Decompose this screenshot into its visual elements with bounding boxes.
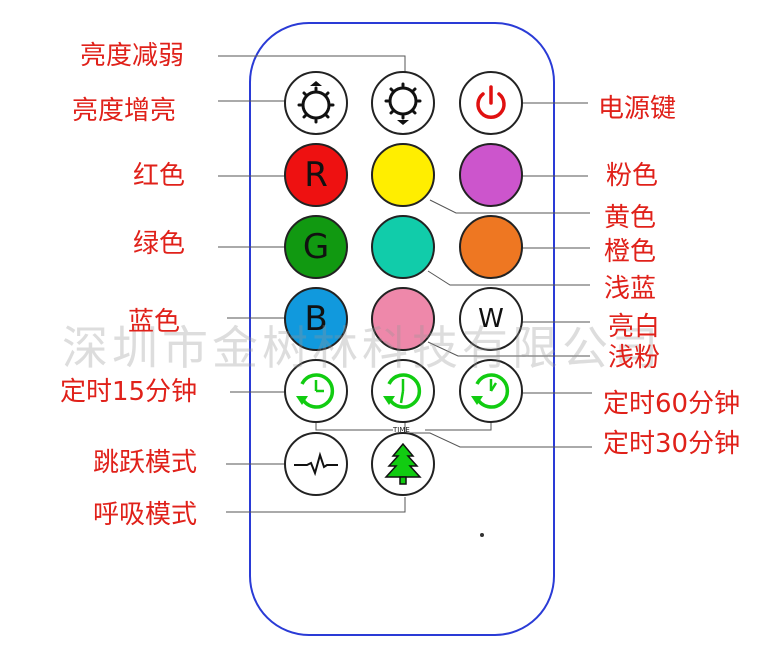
label-pink: 粉色 <box>606 161 659 191</box>
timer-30-button[interactable] <box>371 359 435 423</box>
label-power: 电源键 <box>598 94 677 124</box>
time-bracket-label: TIME <box>393 426 410 434</box>
yellow-button[interactable] <box>371 143 435 207</box>
label-timer-15: 定时15分钟 <box>60 377 198 407</box>
label-red: 红色 <box>133 161 186 191</box>
label-timer-30: 定时30分钟 <box>603 429 741 459</box>
brightness-down-button[interactable] <box>371 71 435 135</box>
timer-60-button[interactable] <box>459 359 523 423</box>
jump-mode-button[interactable] <box>284 432 348 496</box>
label-timer-60: 定时60分钟 <box>603 389 741 419</box>
label-brightness-down: 亮度减弱 <box>80 41 185 71</box>
blue-button[interactable]: B <box>284 287 348 351</box>
white-button-letter: W <box>478 304 504 334</box>
power-icon <box>476 85 506 119</box>
power-button[interactable] <box>459 71 523 135</box>
red-button[interactable]: R <box>284 143 348 207</box>
pink-button[interactable] <box>459 143 523 207</box>
orange-button[interactable] <box>459 215 523 279</box>
label-jump-mode: 跳跃模式 <box>93 448 198 478</box>
label-breath-mode: 呼吸模式 <box>93 500 198 530</box>
pulse-icon <box>294 451 338 477</box>
timer-icon <box>296 373 335 409</box>
brightness-down-icon <box>384 82 422 125</box>
brightness-up-icon <box>297 81 335 124</box>
label-yellow: 黄色 <box>604 203 657 233</box>
green-button[interactable]: G <box>284 215 348 279</box>
brightness-up-button[interactable] <box>284 71 348 135</box>
timer-icon <box>383 373 422 409</box>
label-orange: 橙色 <box>604 237 657 267</box>
label-green: 绿色 <box>133 229 186 259</box>
remote-indicator-dot <box>480 533 484 537</box>
timer-icon <box>471 373 510 409</box>
label-brightness-up: 亮度增亮 <box>72 96 177 126</box>
white-button[interactable]: W <box>459 287 523 351</box>
blue-button-letter: B <box>304 299 328 339</box>
green-button-letter: G <box>302 227 330 267</box>
label-white: 亮白 <box>608 312 661 342</box>
tree-icon <box>384 442 422 485</box>
watermark: 深圳市金树林科技有限公司 <box>62 321 662 375</box>
red-button-letter: R <box>304 155 328 195</box>
cyan-button[interactable] <box>371 215 435 279</box>
timer-15-button[interactable] <box>284 359 348 423</box>
label-blue: 蓝色 <box>128 307 181 337</box>
label-light-pink: 浅粉 <box>608 343 661 373</box>
label-cyan: 浅蓝 <box>604 274 657 304</box>
light-pink-button[interactable] <box>371 287 435 351</box>
breath-mode-button[interactable] <box>371 432 435 496</box>
